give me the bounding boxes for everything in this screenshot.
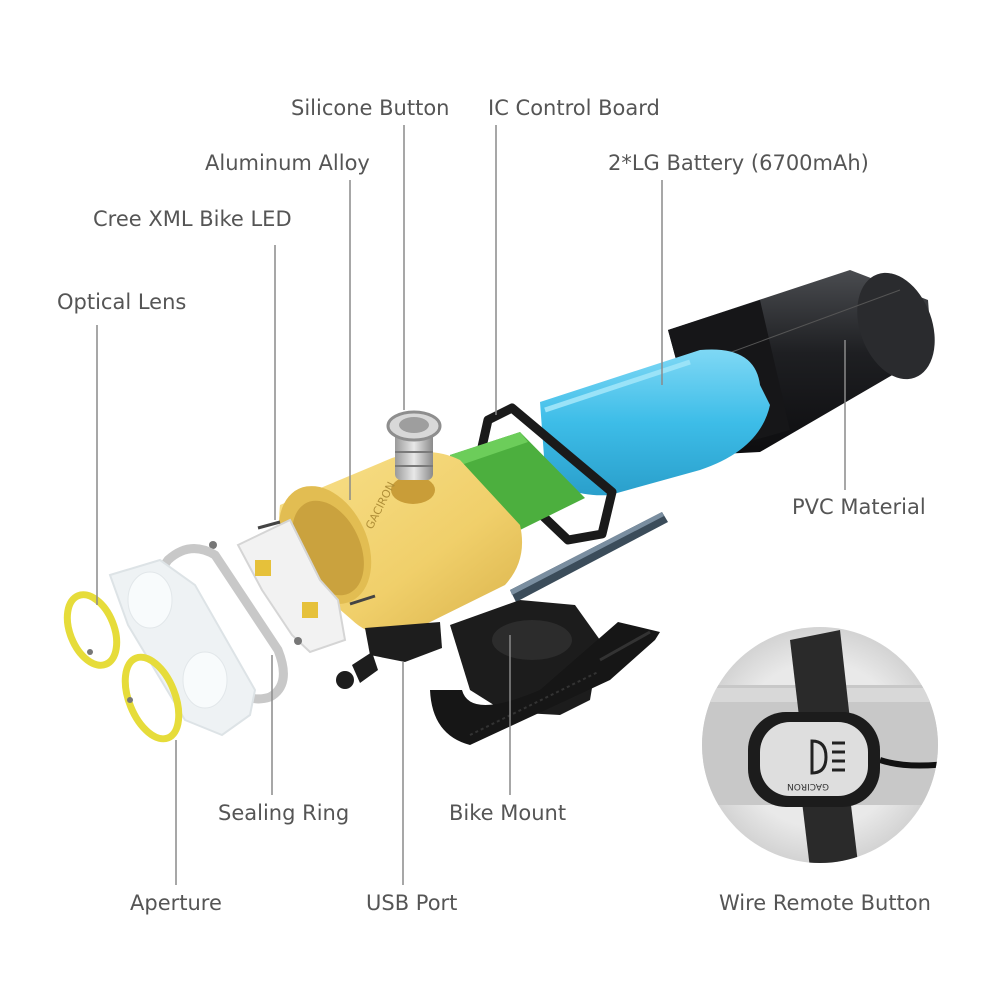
bike-mount xyxy=(430,600,660,745)
label-silicone-button: Silicone Button xyxy=(291,96,450,120)
label-optical-lens: Optical Lens xyxy=(57,290,187,314)
label-cree-led: Cree XML Bike LED xyxy=(93,207,292,231)
label-ic-control-board: IC Control Board xyxy=(488,96,660,120)
leader-lines xyxy=(96,125,846,885)
wire-remote-inset: GACIRON xyxy=(702,627,938,863)
label-wire-remote-button: Wire Remote Button xyxy=(719,891,931,915)
label-aperture: Aperture xyxy=(130,891,222,915)
label-bike-mount: Bike Mount xyxy=(449,801,567,825)
label-battery: 2*LG Battery (6700mAh) xyxy=(608,151,869,175)
aperture-part xyxy=(63,591,183,743)
label-pvc-material: PVC Material xyxy=(792,495,926,519)
label-sealing-ring: Sealing Ring xyxy=(218,801,350,825)
label-aluminum-alloy: Aluminum Alloy xyxy=(205,151,370,175)
led-board xyxy=(209,518,376,654)
mount-bar xyxy=(510,512,668,602)
battery-pack xyxy=(540,349,770,496)
remote-brand-text: GACIRON xyxy=(787,781,829,791)
optical-lens-part xyxy=(108,558,257,737)
silicone-button-part xyxy=(386,410,442,480)
label-usb-port: USB Port xyxy=(366,891,458,915)
usb-port-part xyxy=(336,622,442,689)
